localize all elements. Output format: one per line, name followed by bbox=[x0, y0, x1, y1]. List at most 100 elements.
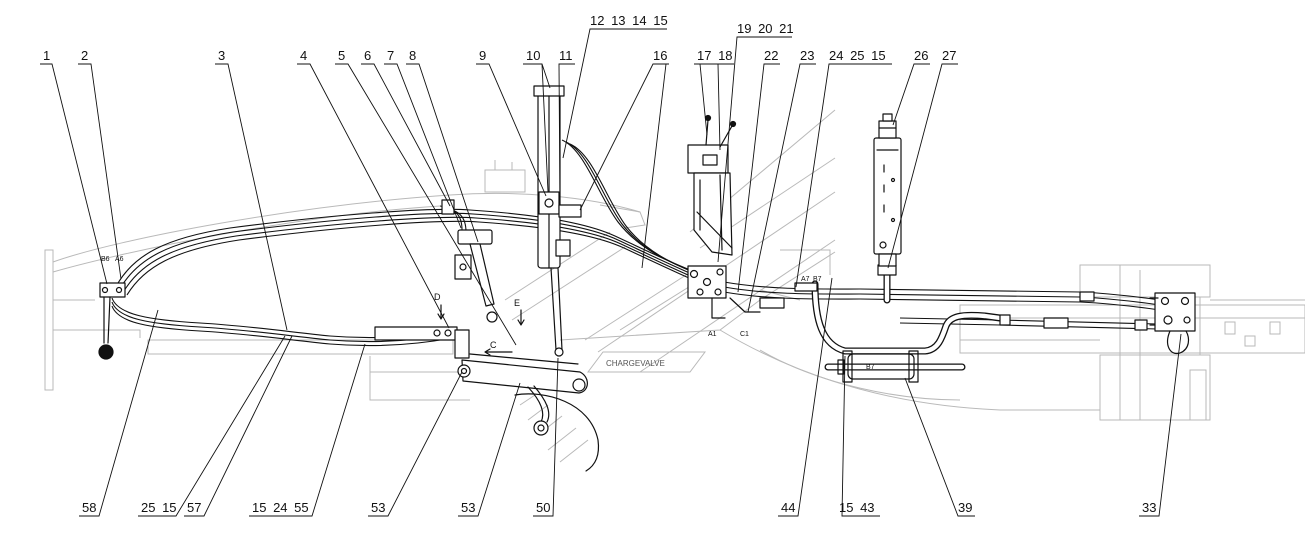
tank-body bbox=[873, 137, 902, 255]
callout-44: 44 bbox=[778, 277, 833, 517]
callout-4: 4 bbox=[297, 48, 450, 329]
callout-label: 7 bbox=[387, 48, 394, 63]
callout-label: 1 bbox=[43, 48, 50, 63]
callout-50: 50 bbox=[533, 357, 559, 517]
oil-tank bbox=[873, 113, 902, 267]
tank-bolt bbox=[890, 217, 896, 223]
callout-label: 53 bbox=[371, 500, 385, 515]
arrow-e bbox=[517, 309, 525, 326]
valve-body bbox=[99, 282, 126, 298]
leader-line bbox=[1139, 333, 1182, 517]
leader-line bbox=[361, 63, 451, 207]
valve-fitting bbox=[759, 297, 785, 309]
callout-5: 5 bbox=[335, 48, 517, 346]
leader-line bbox=[476, 63, 547, 197]
hydraulic-hose bbox=[565, 141, 701, 275]
view-label-c: C bbox=[490, 340, 497, 350]
callouts-bottom: 58 25 15 57 15 24 55 53 53 50 44 bbox=[79, 277, 1182, 517]
callout-label: 2 bbox=[81, 48, 88, 63]
pump-hose bbox=[1167, 330, 1190, 355]
dash-outline bbox=[599, 204, 646, 229]
callout-label: 10 bbox=[526, 48, 540, 63]
leader-line bbox=[904, 377, 975, 517]
charge-valve-label: CHARGEVALVE bbox=[606, 359, 665, 368]
pump-port bbox=[1180, 296, 1190, 306]
leader-line bbox=[887, 63, 958, 269]
engine-block-outline bbox=[369, 356, 470, 401]
lever-knob bbox=[98, 344, 114, 360]
callout-8: 8 bbox=[406, 48, 479, 243]
callout-label: 5 bbox=[338, 48, 345, 63]
port-label-b7-cylinder: B7 bbox=[866, 364, 875, 371]
callout-2: 2 bbox=[78, 48, 122, 280]
pipe-coupler bbox=[1043, 317, 1069, 329]
leader-line bbox=[892, 63, 930, 126]
leader-line bbox=[406, 63, 479, 243]
callout-label: 33 bbox=[1142, 500, 1156, 515]
callout-19-20-21: 19 20 21 bbox=[717, 21, 794, 263]
leader-line bbox=[138, 335, 286, 517]
bracket-details bbox=[696, 174, 733, 251]
view-label-d: D bbox=[434, 292, 441, 302]
callout-1: 1 bbox=[40, 48, 108, 285]
leader-line bbox=[184, 335, 293, 517]
vertical-lift-cylinder bbox=[533, 85, 582, 357]
callout-33: 33 bbox=[1139, 333, 1182, 517]
callout-label: 44 bbox=[781, 500, 795, 515]
callout-11: 11 bbox=[558, 48, 575, 206]
leader-line bbox=[579, 63, 669, 269]
callout-label: 24 25 15 bbox=[829, 48, 886, 63]
lever-base bbox=[702, 154, 718, 166]
frame-side-line bbox=[559, 299, 761, 341]
port-labels: B6 A6 D E C A1 C1 A7 B7 B7 CHARGEVALVE bbox=[101, 256, 875, 371]
leader-line bbox=[841, 355, 880, 517]
leader-line bbox=[717, 36, 792, 263]
leader-line bbox=[562, 28, 667, 159]
cylinder-bracket bbox=[558, 204, 582, 218]
pipe-couplers bbox=[441, 199, 1148, 331]
hydraulic-hose bbox=[123, 216, 705, 292]
frame-window bbox=[1224, 321, 1236, 335]
callouts-top: 1 2 3 4 5 6 7 8 bbox=[40, 13, 958, 346]
valve-port bbox=[716, 268, 724, 276]
pipe-inner bbox=[812, 281, 1003, 354]
hull-lower-line bbox=[719, 329, 1100, 411]
callout-15-24-55: 15 24 55 bbox=[249, 343, 366, 517]
leader-line bbox=[737, 63, 780, 293]
leader-line bbox=[458, 382, 521, 517]
hydraulic-pipe bbox=[899, 322, 1159, 330]
callout-10: 10 bbox=[523, 48, 551, 193]
lever-knob bbox=[704, 114, 712, 122]
front-frame-lines bbox=[53, 299, 141, 338]
leader-line bbox=[384, 63, 462, 229]
callout-label: 23 bbox=[800, 48, 814, 63]
leader-line bbox=[795, 63, 892, 288]
valve-lines bbox=[711, 297, 761, 319]
leader-line bbox=[249, 343, 366, 517]
leader-line bbox=[40, 63, 108, 285]
valve-port bbox=[101, 286, 109, 294]
callout-15-43: 15 43 bbox=[839, 355, 880, 517]
callout-label: 57 bbox=[187, 500, 201, 515]
callout-12-13-14-15: 12 13 14 15 bbox=[562, 13, 668, 159]
pipe-coupler bbox=[1079, 291, 1095, 302]
pump-port bbox=[1160, 296, 1170, 306]
upper-bracket-outline bbox=[484, 160, 526, 193]
callout-label: 39 bbox=[958, 500, 972, 515]
hull-inner-line bbox=[759, 349, 961, 401]
rear-housing-lines bbox=[1119, 265, 1201, 420]
cylinder-end-cap bbox=[908, 350, 919, 383]
lever-knob bbox=[729, 120, 737, 128]
callout-label: 17 18 bbox=[697, 48, 733, 63]
rear-frame-lines bbox=[960, 299, 1305, 341]
frame-window bbox=[1269, 321, 1281, 335]
pipe-coupler bbox=[1134, 319, 1148, 331]
callout-39: 39 bbox=[904, 377, 975, 517]
callout-24-25-15: 24 25 15 bbox=[795, 48, 892, 288]
cylinder-rod bbox=[550, 267, 563, 351]
valve-port bbox=[696, 288, 704, 296]
leader-line bbox=[523, 63, 551, 193]
rear-housing-top bbox=[1079, 264, 1211, 298]
charge-valve-plate bbox=[587, 351, 706, 373]
